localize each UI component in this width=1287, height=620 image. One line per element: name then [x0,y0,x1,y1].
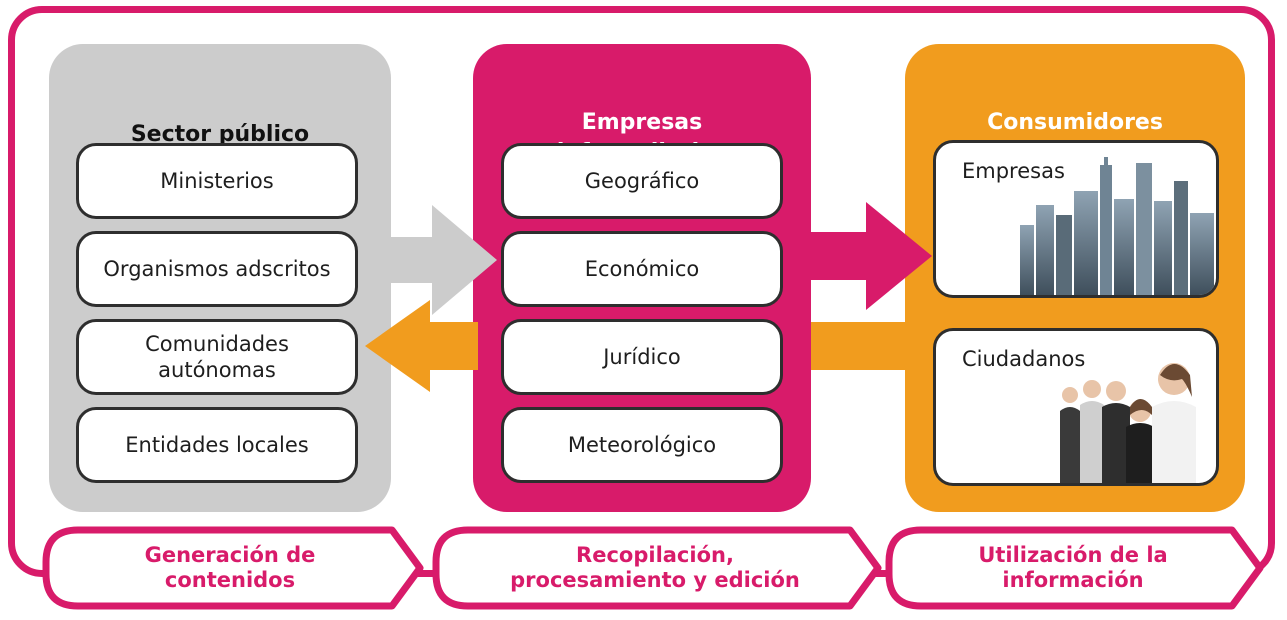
stage-label-line1: Recopilación, [576,543,734,567]
panel-label-ciudadanos: Ciudadanos [962,347,1086,371]
stage-tab-recopilacion [432,526,882,610]
box-entidades-locales: Entidades locales [76,407,358,483]
box-juridico: Jurídico [501,319,783,395]
stage-label-generacion: Generación de contenidos [60,543,400,593]
pink-arrow-right-icon [800,202,932,310]
box-comunidades-autonomas: Comunidades autónomas [76,319,358,395]
column-title-line1: Consumidores [987,110,1163,135]
panel-ciudadanos: Ciudadanos [933,328,1219,486]
stage-label-recopilacion: Recopilación, procesamiento y edición [450,543,860,593]
stage-label-line1: Utilización de la [978,543,1168,567]
orange-arrow-left-icon [365,300,478,392]
stage-label-utilizacion: Utilización de la información [903,543,1243,593]
box-economico: Económico [501,231,783,307]
column-title-line1: Empresas [581,110,703,135]
group-of-people-icon [1060,363,1196,483]
city-skyscrapers-icon [1020,157,1214,295]
gray-arrow-right-icon [378,205,497,315]
stage-tab-utilizacion [885,526,1264,610]
stage-label-line2: información [1002,568,1144,592]
stage-label-line2: contenidos [164,568,296,592]
panel-label-empresas: Empresas [962,159,1065,183]
stage-label-line1: Generación de [144,543,316,567]
box-meteorologico: Meteorológico [501,407,783,483]
box-ministerios: Ministerios [76,143,358,219]
panel-empresas: Empresas [933,140,1219,298]
column-title-sector-publico: Sector público [130,122,310,147]
box-organismos-adscritos: Organismos adscritos [76,231,358,307]
stage-tab-generacion [42,526,424,610]
box-geografico: Geográfico [501,143,783,219]
stage-label-line2: procesamiento y edición [510,568,800,592]
